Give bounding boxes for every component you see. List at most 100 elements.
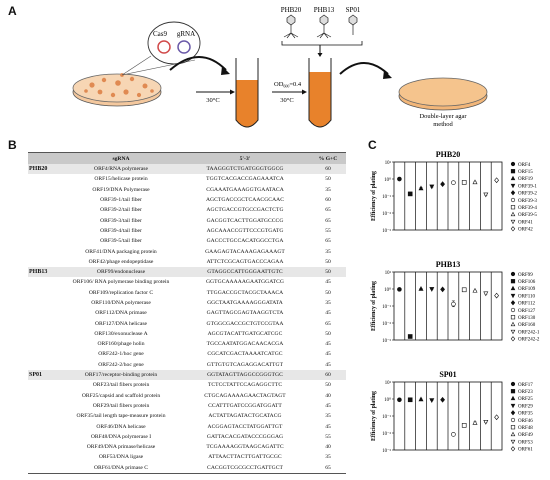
row-sequence: TTGGACCGCTACGCTAAACA [206, 289, 284, 296]
phage-bracket [281, 41, 363, 46]
row-sequence: GACCCTGCCACATGGCCTGA [206, 238, 284, 245]
row-sequence: ATTAACTTACTTGATTGCGC [208, 454, 282, 461]
row-sgrna: ORF29/tail fibers protein [92, 402, 150, 409]
culture-tube-2 [308, 58, 332, 128]
phage-icon-sp01 [348, 14, 358, 35]
legend-marker [510, 381, 516, 387]
legend-marker [510, 403, 516, 409]
legend-label: ORF53 [518, 440, 533, 445]
row-gc: 40 [325, 392, 331, 399]
legend-label: ORF23 [518, 390, 533, 395]
data-point-orf109 [418, 286, 424, 291]
row-sequence: CCATTTGATCCGGATGGATT [208, 402, 282, 409]
legend-label: ORF39-2 [518, 192, 537, 197]
row-sequence: GAGTTAGCGAGTAAGGTCTA [206, 310, 284, 317]
row-gc: 50 [325, 289, 331, 296]
data-point-orf29 [429, 398, 435, 404]
row-sgrna: ORF42/phage endopeptidase [88, 258, 154, 265]
legend-label: ORF109 [518, 287, 536, 292]
row-gc: 35 [325, 186, 331, 193]
legend-label: ORF19 [518, 177, 533, 182]
data-point-orf61 [494, 414, 499, 421]
table-row: ORF42/phage endopeptidase ATTCTCGCAGTGACC… [28, 257, 346, 267]
y-tick-label: 10¹ [385, 270, 392, 276]
phage-label-phb13: PHB13 [314, 6, 335, 14]
petri-dish-icon [72, 73, 162, 107]
arrowhead-phage [317, 53, 323, 57]
culture-tube-1 [235, 58, 259, 128]
row-gc: 45 [325, 341, 331, 348]
row-sequence: TGGTCACGACCGAGAAATCA [206, 176, 284, 183]
row-sequence: CGCATCGACTAAAATCATGC [207, 351, 283, 358]
row-sgrna: ORF41/DNA packaging protein [85, 248, 157, 255]
row-sgrna: ORF19/DNA Polymerase [92, 186, 150, 193]
phage-label-phb20: PHB20 [281, 6, 302, 14]
table-bottom-rule [28, 472, 346, 474]
y-tick-label: 10⁻³ [382, 338, 391, 344]
y-axis-label: Efficiency of plating [371, 391, 377, 441]
row-sgrna: ORF99/endonuclease [96, 269, 146, 276]
legend-marker [510, 293, 516, 299]
legend-marker [510, 431, 516, 437]
y-tick-label: 10⁻³ [382, 228, 391, 234]
legend-label: ORF41 [518, 220, 533, 225]
row-sgrna: ORF48/DNA polymerase I [90, 433, 152, 440]
data-point-orf242-2 [494, 292, 499, 299]
data-point-orf35 [440, 396, 445, 403]
legend-label: ORF17 [518, 383, 533, 388]
row-gc: 45 [325, 361, 331, 368]
legend-label: ORF35 [518, 412, 533, 417]
y-tick-label: 10⁻³ [382, 448, 391, 454]
row-sequence: GTTGTGTCAGAGGACATTGT [206, 361, 284, 368]
legend-label: ORF110 [518, 294, 536, 299]
legend-marker [510, 300, 516, 306]
row-sequence: CACGGTCGCGCCTGATTGCT [207, 464, 283, 471]
legend-marker [510, 271, 516, 277]
legend-marker [510, 285, 516, 291]
data-point-orf39-1 [429, 184, 435, 190]
data-point-orf48 [461, 423, 467, 428]
legend-marker [510, 211, 516, 217]
y-tick-label: 10⁰ [384, 397, 391, 403]
row-sequence: GTGGCGACCGCTGTCCGTAA [206, 320, 284, 327]
data-point-orf39-2 [440, 181, 445, 188]
data-point-orf99 [397, 287, 402, 292]
row-sgrna: ORF46/DNA helicase [96, 423, 146, 430]
legend-label: ORF49 [518, 433, 533, 438]
row-sequence: GGCTAATGAAAAGGGATATA [207, 300, 283, 306]
legend-marker [510, 446, 516, 452]
row-sgrna: ORF109/replication factor C [88, 289, 154, 296]
legend-label: ORF46 [518, 419, 533, 424]
legend-label: ORF106 [518, 280, 536, 285]
data-point-orf130 [461, 287, 467, 293]
row-sgrna: ORF25/capsid and scaffold protein [81, 392, 161, 399]
table-row: ORF109/replication factor C TTGGACCGCTACG… [28, 288, 346, 298]
row-sgrna: ORF130/exonuclease A [94, 330, 148, 337]
row-sequence: ATTCTCGCAGTGACCCAGAA [206, 258, 284, 265]
legend-label: ORF25 [518, 397, 533, 402]
arrowhead-1 [221, 66, 230, 75]
row-gc: 65 [325, 320, 331, 327]
row-gc: 55 [325, 227, 331, 234]
legend-label: ORF39-1 [518, 184, 537, 189]
legend-label: ORF39-5 [518, 213, 537, 218]
y-tick-label: 10¹ [385, 380, 392, 386]
phage-icon-phb13 [316, 14, 332, 39]
legend-label: ORF127 [518, 309, 536, 314]
data-point-orf17 [397, 397, 402, 403]
row-sgrna: ORF4/RNA polymerase [94, 166, 148, 173]
row-sgrna: ORF127/DNA helicase [94, 320, 148, 327]
data-point-orf46 [451, 432, 456, 437]
row-sequence: AGCAAACCGTTCCCGTGATG [206, 227, 284, 234]
data-point-orf23 [407, 397, 413, 403]
